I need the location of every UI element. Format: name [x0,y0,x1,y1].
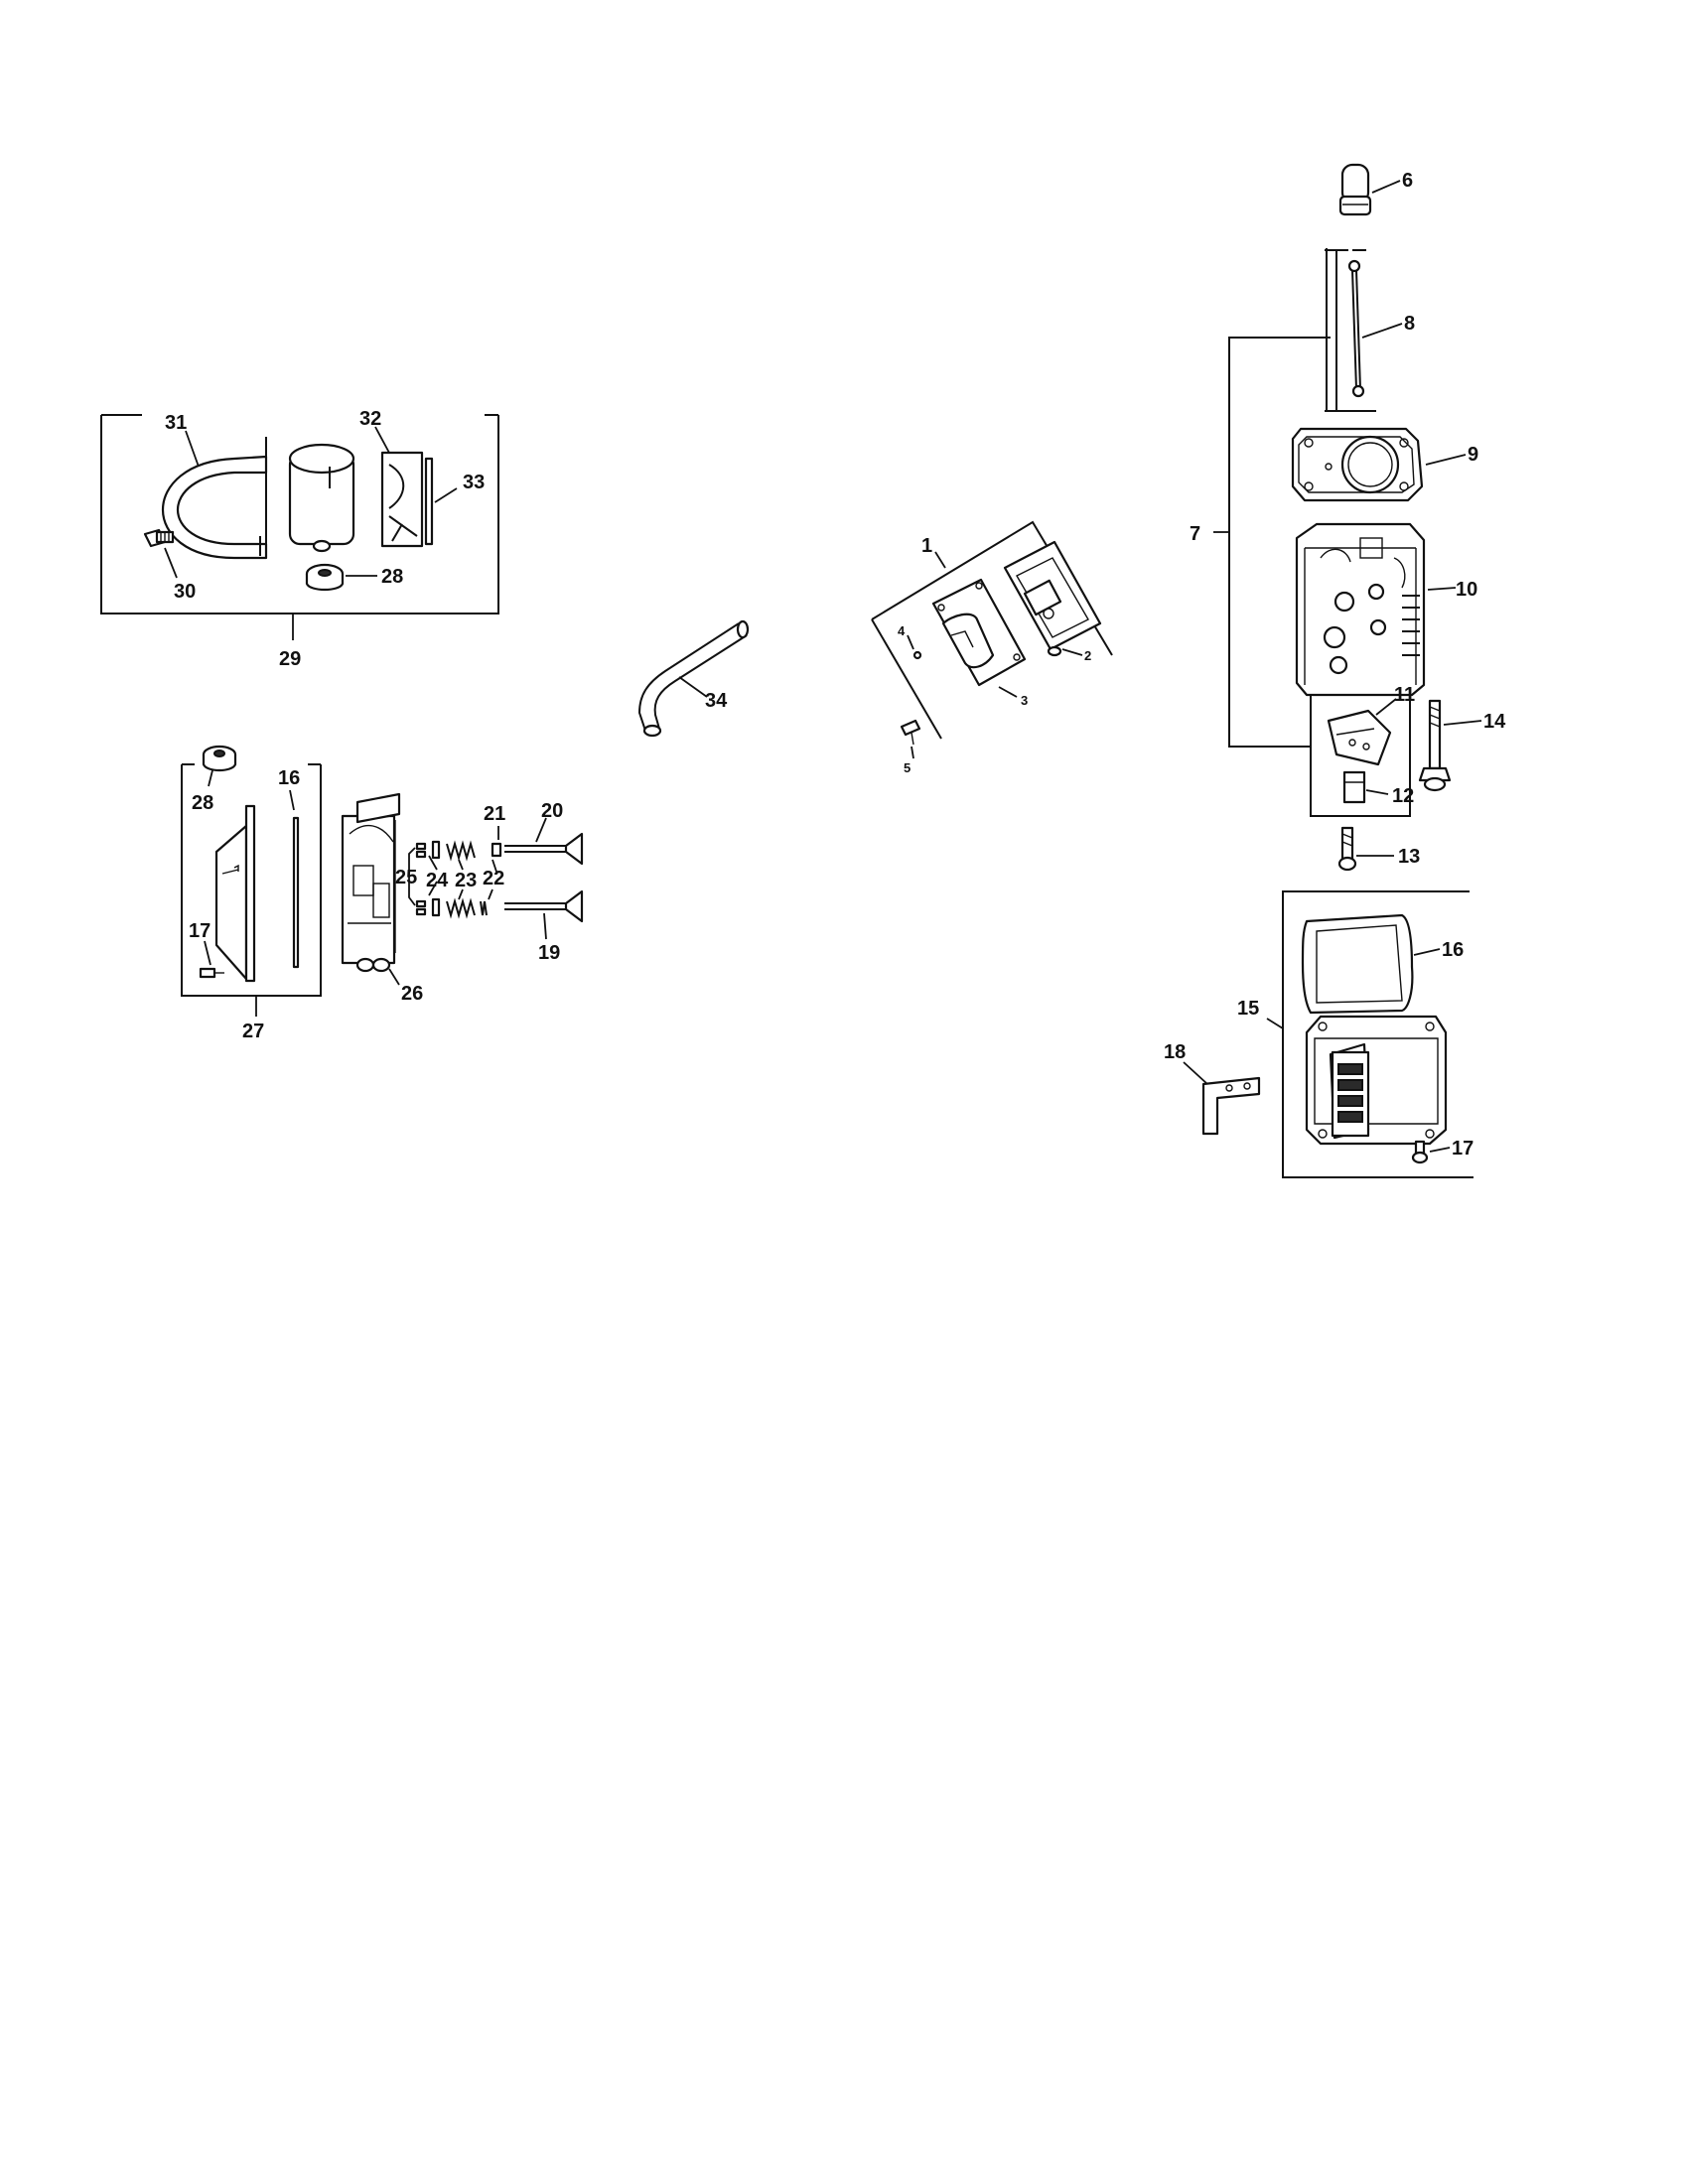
callout-8: 8 [1404,313,1415,335]
callout-28-a: 28 [381,566,403,588]
bracket-29 [100,415,499,614]
callout-33: 33 [463,472,485,493]
callout-24: 24 [426,870,449,891]
breather-hose-34: 34 [637,619,750,738]
callout-20: 20 [541,800,563,822]
head-gasket-9: 9 [1291,427,1478,502]
bolt-14: 14 [1418,699,1506,792]
cylinder-head-26: 26 [341,792,423,1005]
push-rod-8: 8 [1325,248,1415,412]
valve-20 [504,832,584,866]
callout-1: 1 [921,535,932,557]
callout-10: 10 [1456,579,1477,601]
group-11-12: 11 12 [1310,684,1415,817]
callout-15: 15 [1237,998,1259,1020]
callout-3: 3 [1021,693,1028,708]
callout-23: 23 [455,870,477,891]
callout-18: 18 [1164,1041,1186,1063]
callout-17-b: 17 [1452,1138,1474,1160]
rocker-11 [1327,709,1392,766]
callout-5: 5 [904,760,911,775]
valve-train: 25 24 23 22 21 20 19 [395,800,584,964]
callout-14: 14 [1483,711,1506,733]
retainers-24 [431,840,441,917]
group-15-kit: 15 16 17 [1237,890,1474,1178]
cover-plate [214,804,256,983]
gasket-16-a [292,816,300,969]
callout-12: 12 [1392,785,1414,807]
bracket-18: 18 [1164,1041,1261,1136]
valve-19 [504,889,584,923]
cylinder-head-10: 10 [1295,522,1477,697]
callout-19: 19 [538,942,560,964]
gasket-plate-2 [1003,540,1102,657]
strip-33 [424,457,434,546]
callout-4: 4 [898,623,906,638]
callout-9: 9 [1468,444,1478,466]
callout-27: 27 [242,1021,264,1042]
valve-seals-22 [480,900,488,916]
callout-30: 30 [174,581,196,603]
callout-16-b: 16 [1442,939,1464,961]
callout-29: 29 [279,648,301,670]
callout-22: 22 [483,868,504,889]
callout-31: 31 [165,412,187,434]
lifter-6: 6 [1338,163,1413,216]
group-27-kit: 28 16 17 27 [181,745,322,1042]
bracket-27 [181,764,322,997]
screw-17-a [199,967,224,979]
callout-28-b: 28 [192,792,213,814]
callout-32: 32 [359,408,381,430]
grommet-28-b [202,745,237,772]
callout-7: 7 [1190,523,1200,545]
grommet-28-a [305,563,345,592]
stud-13: 13 [1337,826,1420,872]
callout-6: 6 [1402,170,1413,192]
valve-cover-3 [931,578,1027,687]
valve-caps-21 [491,842,502,858]
washer-4 [912,650,922,660]
screw-5 [900,719,921,746]
bracket-32 [380,451,424,548]
callout-34: 34 [705,690,728,712]
callout-2: 2 [1084,648,1091,663]
group-29-kit: 31 32 33 30 28 29 [100,408,499,670]
callout-13: 13 [1398,846,1420,868]
u-clamp-31 [162,437,268,560]
callout-11: 11 [1394,684,1415,706]
valve-cover-15 [1305,1015,1448,1146]
callout-16-a: 16 [278,767,300,789]
callout-17-a: 17 [189,920,210,942]
gasket-16-b: 16 [1301,913,1464,1015]
bolt-30 [143,528,175,548]
group-7-bracket: 7 [1190,337,1331,748]
guide-12 [1342,770,1366,804]
callout-26: 26 [401,983,423,1005]
callout-21: 21 [484,803,505,825]
group-1-kit: 1 2 3 4 5 [871,520,1113,775]
filter-canister [288,443,355,553]
valve-springs-23 [446,840,476,919]
callout-25: 25 [395,867,417,888]
breather-17: 17 [1411,1138,1474,1164]
keepers-25 [415,842,427,916]
